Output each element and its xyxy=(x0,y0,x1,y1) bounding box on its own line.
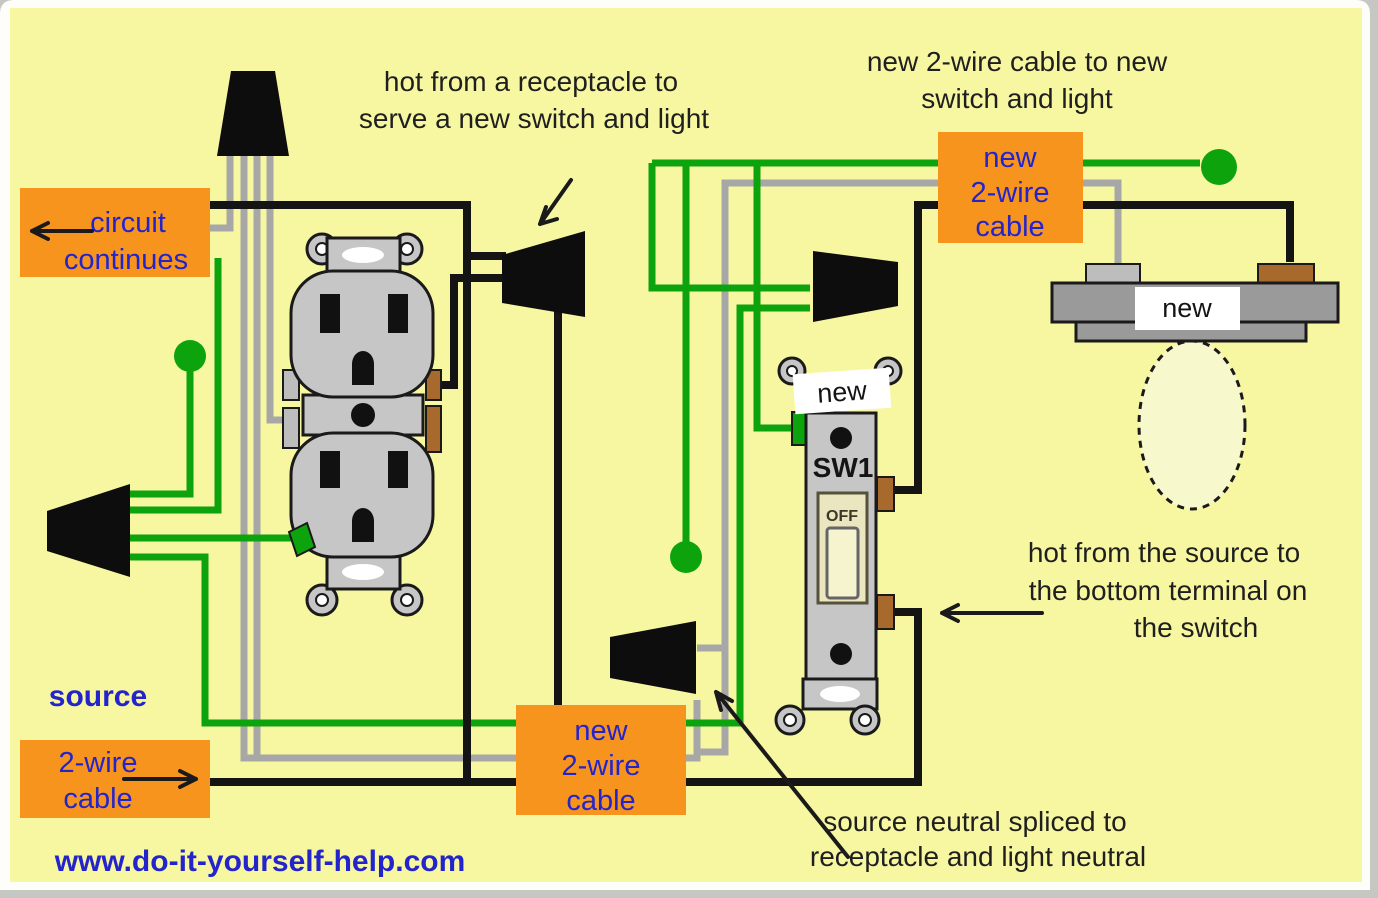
receptacle-bottom-slot xyxy=(342,564,384,580)
hot-source-note: the switch xyxy=(1134,612,1259,643)
green-source-ground-wire xyxy=(128,304,810,727)
black-switch-to-light-hot xyxy=(894,201,1294,494)
callout-new-2wire-cable-top: new 2-wire cable xyxy=(938,132,1083,243)
light-fixture: new xyxy=(1050,263,1340,511)
hot-receptacle-note: serve a new switch and light xyxy=(359,103,709,134)
circuit-continues-arrow xyxy=(30,221,94,241)
hot-receptacle-arrow xyxy=(538,178,573,226)
light-neutral-terminal xyxy=(1085,263,1141,284)
wire-nut-right xyxy=(1201,149,1237,185)
cable-connectors xyxy=(47,71,898,694)
neutral-splice-note: receptacle and light neutral xyxy=(810,841,1146,872)
callout-text: continues xyxy=(64,244,188,276)
wire-nut-middle xyxy=(670,541,702,573)
receptacle-top-slot xyxy=(342,247,384,263)
callout-text: cable xyxy=(63,783,132,815)
annotation-texts: hot from a receptacle to serve a new swi… xyxy=(49,46,1307,878)
black-hot-from-circuit-continues xyxy=(205,201,471,782)
black-wire-receptacle-hot xyxy=(437,274,506,389)
cable-connector-receptacle-right xyxy=(502,231,585,317)
receptacle-ground-screw xyxy=(287,521,317,558)
receptacle-neutral-terminal xyxy=(282,369,300,401)
receptacle-screw-hole-center xyxy=(400,242,414,256)
receptacle-slot xyxy=(388,294,408,333)
switch-bottom-terminal xyxy=(876,594,895,630)
callout-text: new xyxy=(574,715,628,747)
neutral-splice-note: source neutral spliced to xyxy=(823,806,1127,837)
switch-mount-screw xyxy=(830,643,852,665)
callout-new-2wire-cable-bottom: new 2-wire cable xyxy=(516,705,686,817)
receptacle-slot xyxy=(320,294,340,333)
cable-connector-top xyxy=(217,71,289,156)
switch-top-terminal xyxy=(876,476,895,512)
receptacle-ground-hole xyxy=(352,351,374,385)
switch-id-label: SW1 xyxy=(813,452,874,483)
hot-source-note: hot from the source to xyxy=(1028,537,1300,568)
switch-toggle-lever xyxy=(825,526,860,600)
switch-mount-screw xyxy=(830,427,852,449)
green-wire-from-circuit xyxy=(128,258,222,514)
source-cable-arrow xyxy=(122,769,198,789)
receptacle-screw-hole-center xyxy=(400,593,414,607)
gray-wire-to-circuit-continues xyxy=(208,155,234,232)
receptacle-hot-terminal xyxy=(425,369,442,401)
callout-text: cable xyxy=(975,211,1044,243)
receptacle xyxy=(282,232,442,617)
light-hot-terminal xyxy=(1257,263,1315,284)
receptacle-slot xyxy=(320,451,340,488)
callout-box xyxy=(938,132,1083,243)
green-wire-left-nut xyxy=(128,370,194,498)
wires xyxy=(128,155,1294,786)
switch-new-tag-box xyxy=(792,367,892,415)
receptacle-screw-hole-center xyxy=(315,593,329,607)
switch-state-label: OFF xyxy=(826,508,858,525)
cable-connector-left xyxy=(47,484,130,577)
callout-text: cable xyxy=(566,785,635,817)
light-bulb xyxy=(1137,339,1247,511)
light-new-tag-box xyxy=(1135,287,1240,330)
gray-wire-to-receptacle xyxy=(266,155,283,424)
gray-wire-to-light-neutral xyxy=(697,179,1122,756)
cable-connector-switch-left xyxy=(813,251,898,322)
source-label: source xyxy=(49,680,147,713)
receptacle-slot xyxy=(388,451,408,488)
switch-bottom-slot xyxy=(820,686,860,702)
light-new-tag-label: new xyxy=(1162,293,1212,323)
new-cable-note: new 2-wire cable to new xyxy=(867,46,1168,77)
new-cable-note: switch and light xyxy=(921,83,1113,114)
neutral-splice-arrow xyxy=(714,690,850,859)
cable-connector-bottom-center xyxy=(610,621,696,694)
receptacle-ground-hole xyxy=(352,508,374,542)
switch-screw-hole-center xyxy=(783,713,797,727)
wire-nuts xyxy=(174,149,1237,573)
switch: OFF SW1 new xyxy=(774,356,903,736)
hot-receptacle-note: hot from a receptacle to xyxy=(384,66,678,97)
callout-box xyxy=(516,705,686,815)
callout-text: 2-wire xyxy=(562,750,641,782)
receptacle-center-screw xyxy=(351,403,375,427)
green-wire-to-switch-ground xyxy=(753,163,797,432)
callout-text: 2-wire xyxy=(59,747,138,779)
switch-new-tag: new xyxy=(792,367,892,415)
switch-new-tag-label: new xyxy=(816,375,868,408)
hot-source-note: the bottom terminal on xyxy=(1029,575,1308,606)
wire-nut-left xyxy=(174,340,206,372)
callout-text: new xyxy=(983,142,1037,174)
receptacle-neutral-terminal xyxy=(282,407,300,449)
receptacle-hot-terminal xyxy=(425,405,442,453)
hot-source-arrow xyxy=(940,603,1044,623)
switch-screw-hole-center xyxy=(858,713,872,727)
callout-text: 2-wire xyxy=(971,177,1050,209)
switch-screw-hole-center xyxy=(786,365,798,377)
website-label: www.do-it-yourself-help.com xyxy=(54,845,466,878)
callout-text: circuit xyxy=(90,207,166,239)
annotation-arrows xyxy=(30,178,1044,859)
